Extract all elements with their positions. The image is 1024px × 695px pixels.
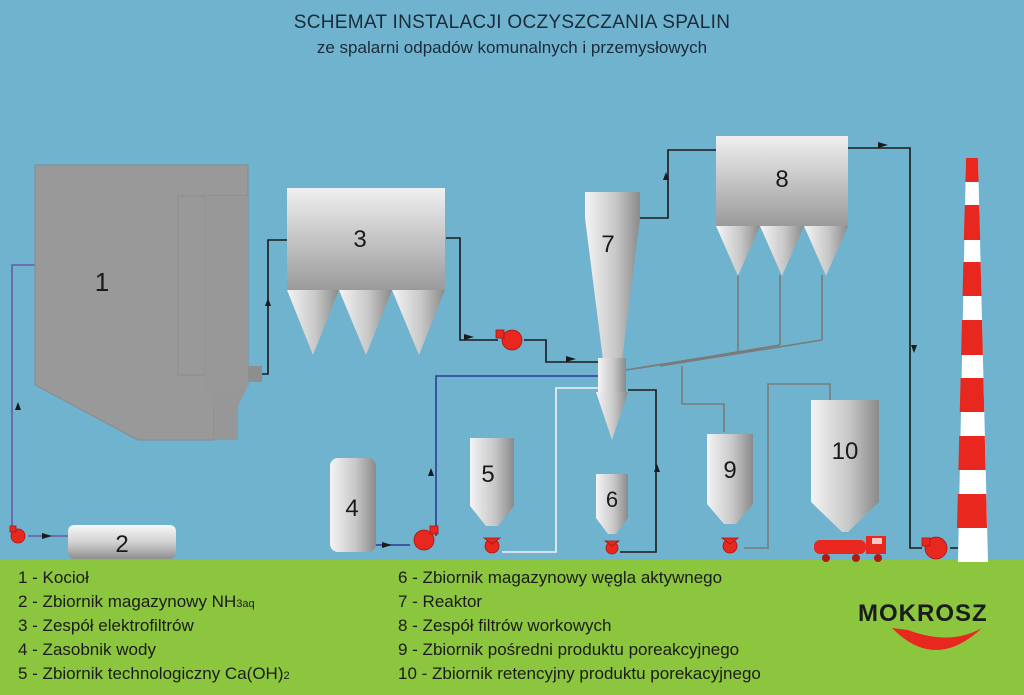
- pump-icon: [720, 537, 740, 554]
- boiler-1: [34, 164, 262, 441]
- pipe-esp-fan: [446, 237, 498, 341]
- legend-item-5: 5 - Zbiornik technologiczny Ca(OH)2: [18, 664, 290, 684]
- legend-item-5-sub: 2: [283, 670, 290, 682]
- legend-item-6: 6 - Zbiornik magazynowy węgla aktywnego: [398, 568, 723, 587]
- chimney: [957, 158, 988, 562]
- legend-item-2: 2 - Zbiornik magazynowy NH3aq: [18, 592, 255, 612]
- tank-6: [596, 474, 628, 534]
- label-unit-1: 1: [95, 267, 109, 297]
- pump-icon: [482, 537, 502, 554]
- unit-labels: 1 2 3 4 5 6 7 8 9 10: [95, 166, 859, 558]
- arrow-icon: [654, 464, 660, 472]
- legend-item-10: 10 - Zbiornik retencyjny produktu poreka…: [398, 664, 761, 683]
- pump-icon: [9, 525, 26, 544]
- diagram-title: SCHEMAT INSTALACJI OCZYSZCZANIA SPALIN: [293, 12, 731, 33]
- pipe-fan-reactor: [524, 339, 598, 363]
- diagram-subtitle: ze spalarni odpadów komunalnych i przemy…: [316, 38, 708, 57]
- label-unit-8: 8: [775, 166, 788, 193]
- label-unit-9: 9: [723, 457, 736, 484]
- pipe-lime: [502, 387, 598, 553]
- tank-9: [707, 434, 753, 524]
- legend-item-8: 8 - Zespół filtrów workowych: [398, 616, 612, 635]
- label-unit-5: 5: [481, 461, 494, 488]
- fan-icon: [413, 525, 439, 551]
- truck-icon: [814, 536, 886, 562]
- legend-item-3: 3 - Zespół elektrofiltrów: [18, 616, 194, 635]
- pumps: [9, 329, 948, 560]
- arrow-icon: [911, 345, 917, 353]
- fan-icon: [495, 329, 523, 351]
- tank-5: [470, 438, 514, 526]
- legend-item-2-sub: 3aq: [236, 598, 255, 610]
- pump-icon: [603, 540, 621, 555]
- arrow-icon: [566, 356, 576, 362]
- arrow-icon: [878, 142, 888, 148]
- flow-arrows: [15, 142, 917, 548]
- label-unit-2: 2: [115, 531, 128, 558]
- label-unit-3: 3: [353, 226, 366, 253]
- pipe-recirculation: [625, 275, 831, 549]
- label-unit-4: 4: [345, 495, 358, 522]
- legend-item-7: 7 - Reaktor: [398, 592, 483, 611]
- fan-icon: [921, 536, 948, 560]
- legend-item-9: 9 - Zbiornik pośredni produktu poreakcyj…: [398, 640, 740, 659]
- arrow-icon: [42, 533, 52, 539]
- legend-item-5-text: 5 - Zbiornik technologiczny Ca(OH): [18, 664, 284, 683]
- pipe-reactor-filter: [640, 149, 716, 219]
- arrow-icon: [265, 298, 271, 306]
- company-logo: MOKROSZ: [858, 600, 988, 627]
- pipe-carbon: [620, 389, 657, 553]
- tank-10: [811, 400, 879, 532]
- pipe-water: [376, 375, 598, 546]
- bag-filter-8: [716, 136, 848, 276]
- legend-item-4: 4 - Zasobnik wody: [18, 640, 156, 659]
- tank-4: [330, 458, 376, 552]
- arrow-icon: [15, 402, 21, 410]
- arrow-icon: [382, 542, 392, 548]
- legend-item-1: 1 - Kocioł: [18, 568, 89, 587]
- label-unit-10: 10: [832, 438, 859, 465]
- label-unit-6: 6: [606, 487, 618, 512]
- pipe-filter-stack: [848, 147, 958, 549]
- tank-2: [68, 525, 176, 559]
- arrow-icon: [464, 334, 474, 340]
- label-unit-7: 7: [601, 231, 614, 258]
- arrow-icon: [428, 468, 434, 476]
- legend-item-2-text: 2 - Zbiornik magazynowy NH: [18, 592, 237, 611]
- arrow-icon: [663, 172, 669, 180]
- legend-panel: 1 - Kocioł 2 - Zbiornik magazynowy NH3aq…: [0, 560, 1024, 695]
- pipe-boiler-esp: [262, 239, 288, 375]
- esp-3: [287, 188, 445, 355]
- logo-swoosh: [892, 628, 982, 650]
- reactor-7: [585, 192, 640, 440]
